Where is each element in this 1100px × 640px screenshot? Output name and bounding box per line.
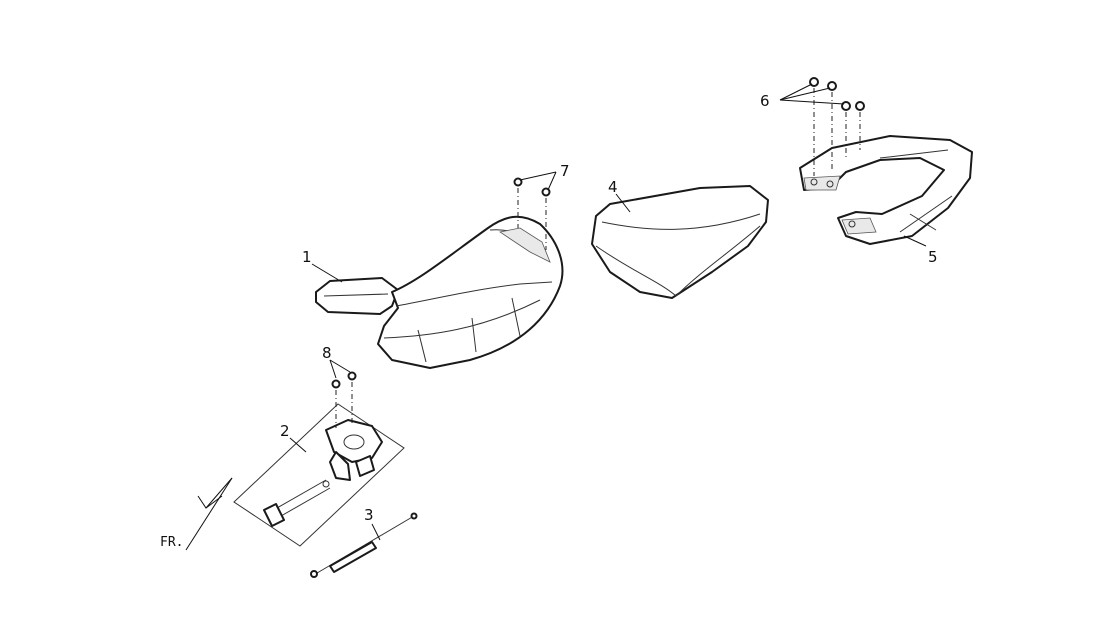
rider-seat bbox=[315, 215, 564, 369]
callout-6: 6 bbox=[760, 92, 770, 110]
seat-lock-assembly bbox=[233, 403, 405, 547]
callout-2: 2 bbox=[280, 422, 290, 440]
callout-4: 4 bbox=[608, 178, 618, 196]
seat-lock-cable bbox=[310, 512, 418, 578]
passenger-seat bbox=[591, 185, 769, 299]
seat-bolts bbox=[513, 177, 551, 250]
front-direction-arrow bbox=[185, 477, 233, 551]
callout-3: 3 bbox=[364, 506, 374, 524]
callout-8: 8 bbox=[322, 344, 332, 362]
front-direction-label: FR. bbox=[160, 535, 183, 550]
callout-1: 1 bbox=[302, 248, 312, 266]
callout-7: 7 bbox=[560, 162, 570, 180]
callout-5: 5 bbox=[928, 248, 938, 266]
grab-rail bbox=[799, 135, 973, 245]
leader-lines bbox=[289, 83, 927, 541]
lock-bolts bbox=[331, 371, 357, 428]
